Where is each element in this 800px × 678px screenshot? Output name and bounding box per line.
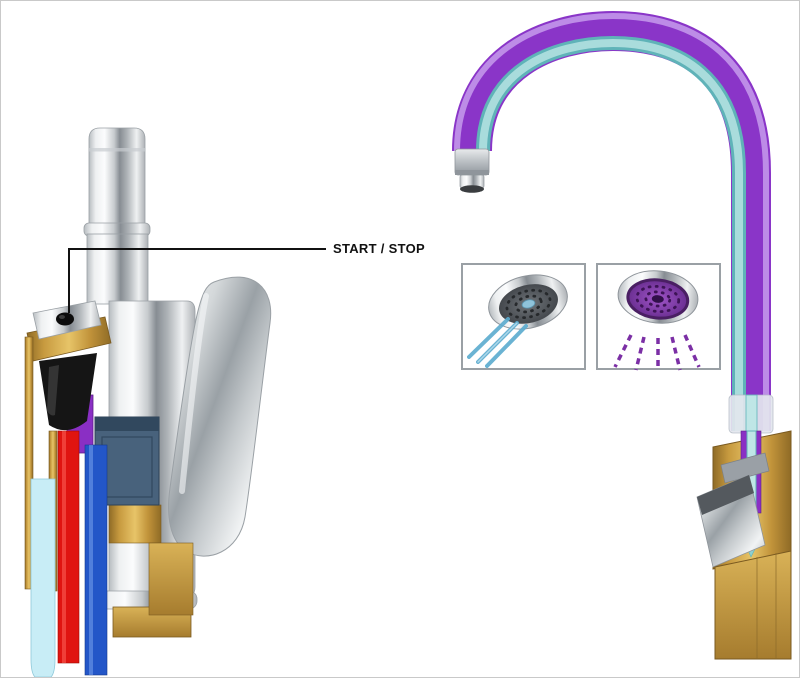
hose-collar — [728, 394, 774, 434]
spout-tube-purple — [452, 10, 771, 431]
cyan-channel — [30, 478, 56, 677]
start-stop-label: START / STOP — [333, 241, 425, 256]
brass-under-cartridge — [108, 504, 162, 544]
start-stop-button — [56, 312, 74, 326]
spray-head — [454, 148, 490, 193]
faucet-neck — [88, 127, 146, 226]
brass-base-cutaway — [696, 430, 792, 660]
aerator-stream — [488, 274, 568, 330]
spout-tube-teal-edge — [476, 35, 746, 431]
blue-channel-highlight — [89, 445, 93, 675]
handle-highlight — [179, 293, 209, 494]
brass-left-wall — [24, 336, 34, 590]
spout-tube-teal — [479, 38, 743, 431]
brass-bottom-right — [148, 542, 194, 616]
seal-cone — [39, 353, 97, 431]
red-channel-highlight — [62, 431, 66, 663]
mixer-cutaway-faucet — [24, 127, 272, 677]
aerator-center-cap — [521, 299, 536, 309]
upper-body — [86, 233, 149, 305]
base-valve-cap — [697, 475, 754, 515]
aerator-spray — [617, 270, 699, 324]
gooseneck-faucet — [452, 10, 792, 660]
brass-seams — [756, 553, 777, 659]
cartridge-seat — [720, 452, 770, 484]
inset-stream-mode — [461, 263, 586, 370]
spray-jets — [613, 334, 701, 371]
inset-spray-mode — [596, 263, 721, 371]
water-streams — [467, 317, 528, 368]
aerator-center-cap — [651, 295, 664, 303]
blue-channel — [84, 444, 108, 676]
button-highlight — [59, 315, 65, 319]
spout-tube-sheen — [454, 12, 769, 431]
aerator-dot-ring-outer — [635, 284, 681, 314]
aerator-dot-ring-inner — [514, 294, 543, 314]
start-stop-leader-line — [68, 248, 326, 313]
aerator-dot-ring-inner — [644, 290, 672, 308]
red-channel — [57, 430, 80, 664]
aerator-dot-ring-outer — [505, 288, 552, 320]
neck-collar — [89, 148, 145, 152]
brass-lower-block — [714, 550, 792, 660]
